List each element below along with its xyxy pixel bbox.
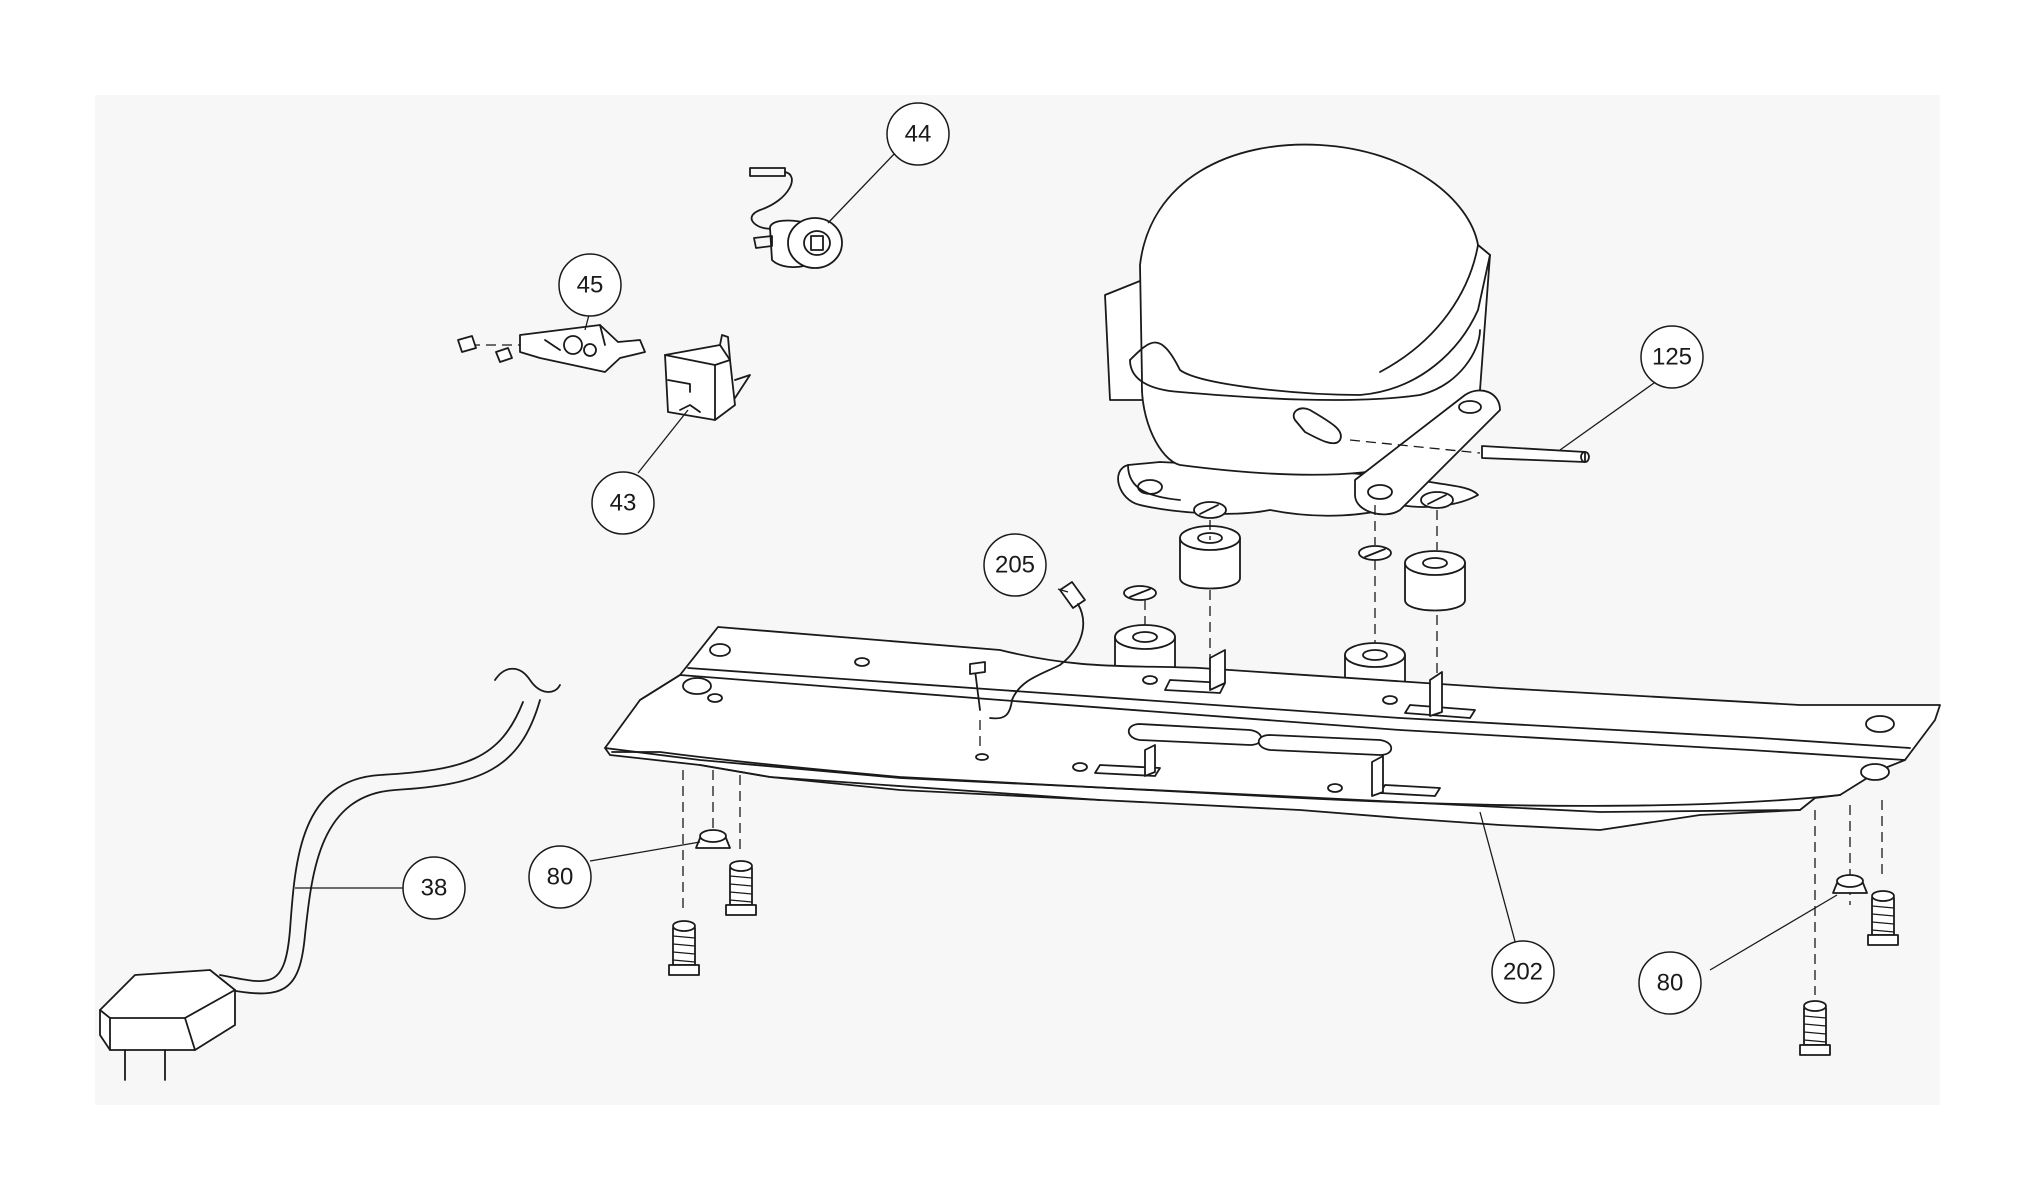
callout-80-left-label: 80 xyxy=(547,864,574,891)
leader-lines xyxy=(295,150,1838,971)
feet-hardware-left xyxy=(668,829,757,976)
callout-38-label: 38 xyxy=(421,875,448,902)
callout-205-label: 205 xyxy=(995,552,1035,579)
callout-125: 125 xyxy=(1640,325,1704,389)
callout-202-label: 202 xyxy=(1503,959,1543,986)
compressor xyxy=(1104,143,1501,519)
callout-80-right: 80 xyxy=(1638,951,1702,1015)
power-cord xyxy=(99,667,561,1081)
callout-205: 205 xyxy=(983,533,1047,597)
start-relay xyxy=(664,334,751,421)
callout-45-label: 45 xyxy=(577,272,604,299)
overload-protector xyxy=(749,167,843,269)
callout-45: 45 xyxy=(558,253,622,317)
callout-43-label: 43 xyxy=(610,490,637,517)
callout-125-label: 125 xyxy=(1652,344,1692,371)
callout-80-right-label: 80 xyxy=(1657,970,1684,997)
process-tube xyxy=(1349,439,1590,463)
callout-44-label: 44 xyxy=(905,121,932,148)
ground-wire xyxy=(969,581,1086,750)
callout-43: 43 xyxy=(591,471,655,535)
relay-cover-clip xyxy=(457,324,646,373)
callout-80-left: 80 xyxy=(528,845,592,909)
drawing-panel xyxy=(95,95,1940,1105)
callout-44: 44 xyxy=(886,102,950,166)
callout-202: 202 xyxy=(1491,940,1555,1004)
callout-38: 38 xyxy=(402,856,466,920)
feet-hardware-right xyxy=(1799,874,1899,1056)
base-plate xyxy=(604,626,1941,831)
